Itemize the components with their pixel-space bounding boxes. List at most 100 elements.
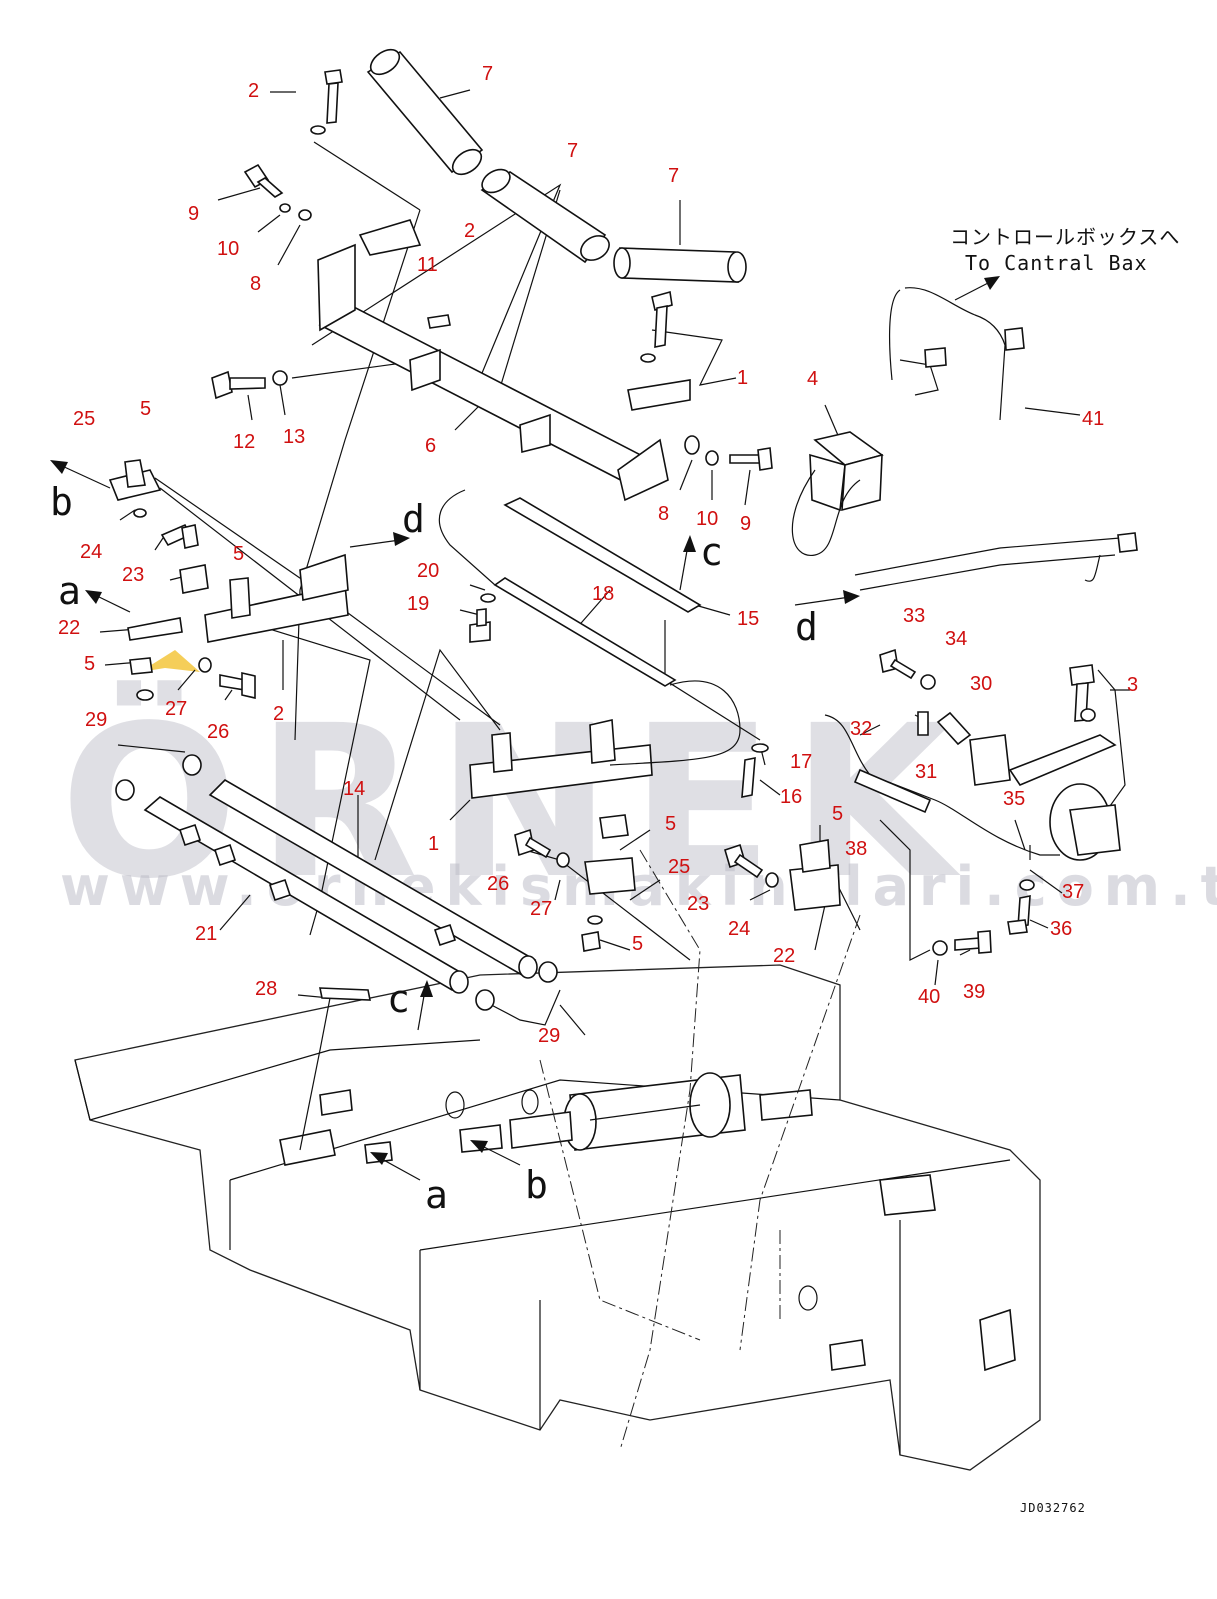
callout-19: 19 [407,593,429,615]
bolt-9-left [243,163,312,221]
view-letters: b a d c d c a b [50,480,818,1217]
leader-lines [99,89,1130,1151]
callout-29b: 29 [538,1025,560,1047]
bolt-12 [211,370,288,400]
bar-15 [503,497,702,613]
arrow-a-icon [85,590,102,604]
cable-d [438,489,741,766]
grommets-29 [115,754,558,1011]
arrow-b-icon [50,460,68,474]
drawing-id: JD032762 [1020,1501,1086,1515]
callout-41: 41 [1082,408,1104,430]
letter-b-lower: b [525,1163,548,1207]
bolt-23-left [160,523,199,549]
callout-2b: 2 [464,220,475,242]
callout-22a: 22 [58,617,80,639]
arrow-a-lower-icon [370,1152,388,1165]
note-english: To Cantral Bax [965,251,1148,275]
tube-21 [143,796,469,994]
callout-23b: 23 [687,893,709,915]
callout-5d: 5 [665,813,676,835]
callout-20: 20 [417,560,439,582]
watermark-accent-icon [140,650,200,672]
callout-13: 13 [283,426,305,448]
bracket-25-center [581,814,636,952]
control-box [791,431,884,556]
callout-1a: 1 [737,367,748,389]
mount-bracket-2 [204,553,349,643]
callout-10a: 10 [217,238,239,260]
bolt-36 [1007,879,1035,935]
callout-40: 40 [918,986,940,1008]
callout-2c: 2 [273,703,284,725]
bolt-3 [1069,664,1096,722]
callout-32: 32 [850,718,872,740]
callout-39: 39 [963,981,985,1003]
callout-9b: 9 [740,513,751,535]
callout-5c: 5 [84,653,95,675]
letter-c-lower: c [387,977,410,1021]
bolt-9-right [684,435,773,471]
callout-1b: 1 [428,833,439,855]
letter-a-lower: a [425,1173,448,1217]
arrows [50,276,1000,1181]
arrow-b-lower-icon [470,1140,488,1153]
horn-35 [1049,783,1121,861]
bolt-33 [879,648,936,690]
letter-b-upper: b [50,480,73,524]
callout-8b: 8 [658,503,669,525]
bracket-22-right [789,839,841,911]
callout-18: 18 [592,583,614,605]
callout-25b: 25 [668,856,690,878]
ubolt-5-left [127,564,212,701]
callout-36: 36 [1050,918,1072,940]
letter-d-lower: d [795,605,818,649]
callout-7b: 7 [567,140,578,162]
bolt-top [310,69,343,135]
tube-14 [208,778,538,979]
roller-middle [480,168,610,264]
callout-35: 35 [1003,788,1025,810]
callout-10b: 10 [696,508,718,530]
bolt-1-right [640,290,673,363]
machine-frame [74,964,1041,1471]
control-box-note: コントロールボックスへ To Cantral Bax [950,225,1180,275]
callout-30: 30 [970,673,992,695]
parts [108,48,1138,1011]
harness-main-right [854,537,1121,591]
callout-28: 28 [255,978,277,1000]
arrow-d-upper-icon [393,532,410,546]
callout-31: 31 [915,761,937,783]
callout-17: 17 [790,751,812,773]
arrow-d-lower-icon [843,590,860,604]
callout-38: 38 [845,838,867,860]
bracket-30 [969,734,1117,786]
plate-28 [319,987,371,1001]
callout-7a: 7 [482,63,493,85]
pin-31 [936,711,972,746]
assembly-dash-lines [539,849,861,1451]
arrow-c-upper-icon [683,535,696,552]
note-japanese: コントロールボックスへ [950,225,1180,249]
letter-a-upper: a [58,569,81,613]
bar-18 [493,577,677,687]
pin-16 [741,743,769,798]
callout-37: 37 [1062,881,1084,903]
callout-34: 34 [945,628,967,650]
callout-4: 4 [807,368,818,390]
callout-33: 33 [903,605,925,627]
pin-32 [917,711,929,736]
callout-27a: 27 [165,698,187,720]
bolt-39 [932,930,992,956]
callout-23a: 23 [122,564,144,586]
roller-upper [366,48,484,176]
callout-8a: 8 [250,273,261,295]
callout-5b: 5 [233,543,244,565]
bracket-25-left [108,459,162,518]
arrow-control-box-icon [984,276,1000,290]
callout-5f: 5 [832,803,843,825]
bolt-26-center [514,828,570,868]
callout-27b: 27 [530,898,552,920]
callout-3: 3 [1127,674,1138,696]
callout-24a: 24 [80,541,102,563]
